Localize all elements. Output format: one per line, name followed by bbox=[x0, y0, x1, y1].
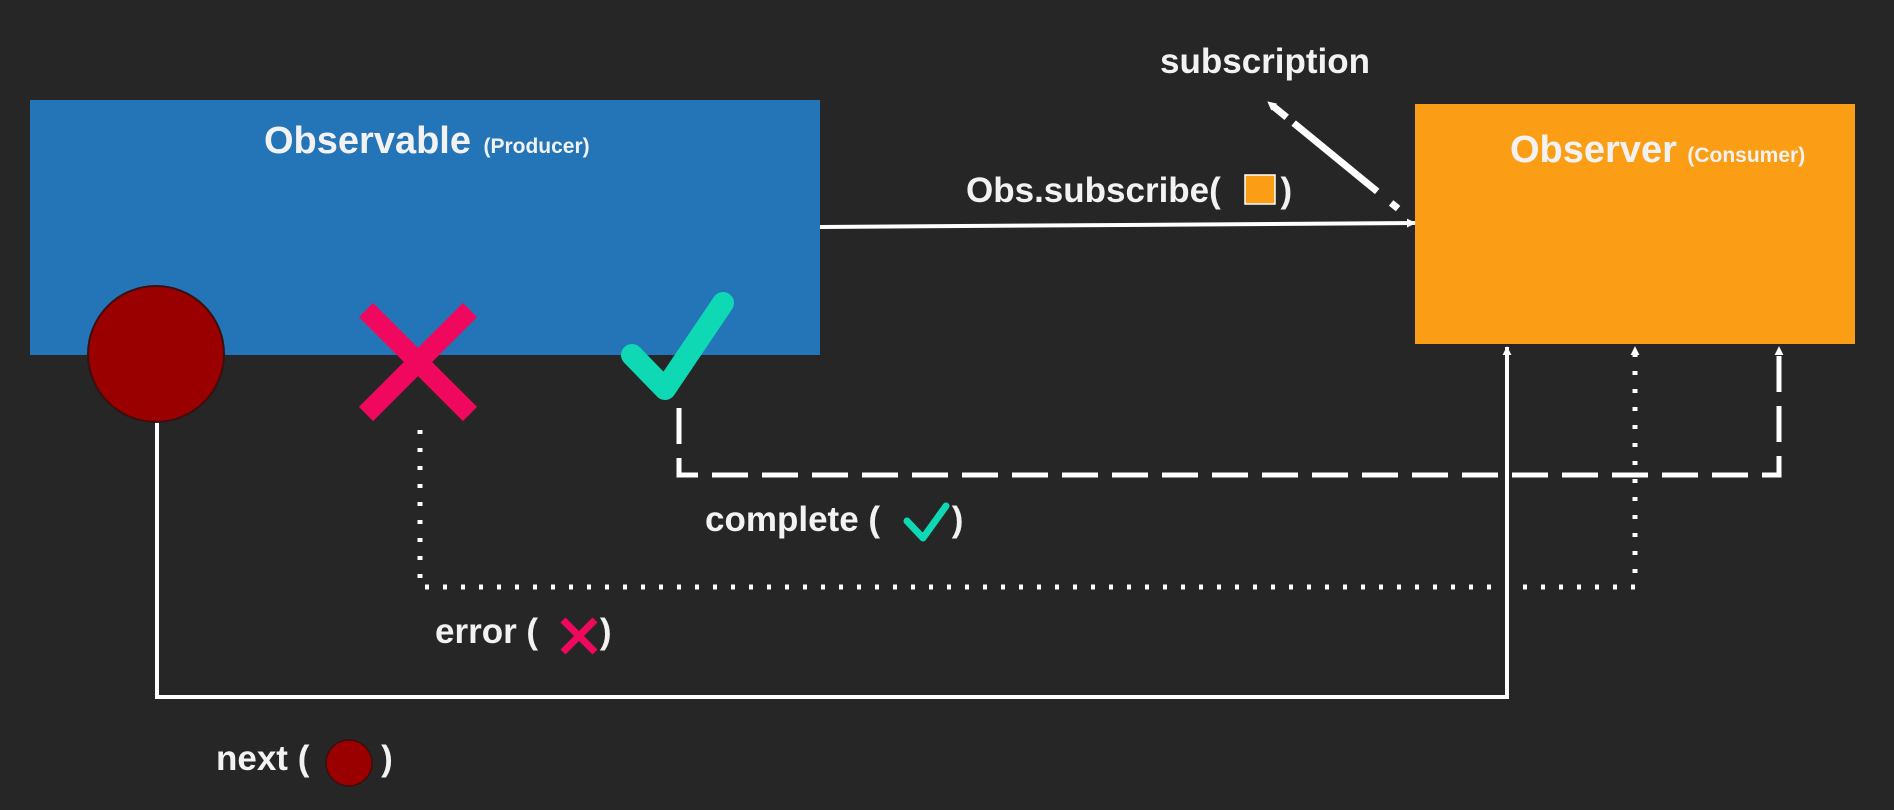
next-label-before: next ( bbox=[216, 739, 310, 778]
complete-label-before: complete ( bbox=[705, 500, 880, 539]
error-line bbox=[417, 346, 1640, 590]
observable-subtitle-text: (Producer) bbox=[483, 135, 589, 158]
observable-title: Observable (Producer) bbox=[264, 120, 590, 162]
subscribe-label-before: Obs.subscribe( bbox=[966, 171, 1221, 210]
error-label-before: error ( bbox=[435, 612, 538, 651]
error-label-after: ) bbox=[600, 612, 612, 651]
error-cross-icon bbox=[358, 302, 478, 422]
next-line bbox=[155, 346, 1512, 699]
complete-label-after: ) bbox=[952, 500, 964, 539]
next-label-after: ) bbox=[381, 739, 393, 778]
subscription-arrow bbox=[1265, 99, 1415, 223]
complete-line bbox=[676, 346, 1784, 478]
teal-check-icon bbox=[903, 502, 950, 542]
orange-square-icon bbox=[1244, 174, 1276, 205]
complete-check-icon bbox=[621, 292, 734, 400]
observer-title: Observer (Consumer) bbox=[1510, 129, 1805, 171]
subscription-label: subscription bbox=[1160, 42, 1370, 81]
subscribe-arrow bbox=[819, 218, 1416, 229]
observer-title-text: Observer bbox=[1510, 129, 1677, 171]
subscribe-label: Obs.subscribe( ) bbox=[966, 171, 1292, 210]
next-label: next ( ) bbox=[216, 739, 393, 778]
pink-cross-icon bbox=[560, 617, 598, 655]
subscribe-label-after: ) bbox=[1281, 171, 1293, 210]
observable-title-text: Observable bbox=[264, 120, 471, 162]
next-value-circle bbox=[87, 285, 225, 423]
red-circle-icon bbox=[325, 739, 373, 787]
complete-label: complete ( ) bbox=[705, 500, 963, 539]
observer-subtitle-text: (Consumer) bbox=[1687, 144, 1805, 167]
error-label: error ( ) bbox=[435, 612, 611, 651]
observer-box bbox=[1415, 104, 1855, 344]
